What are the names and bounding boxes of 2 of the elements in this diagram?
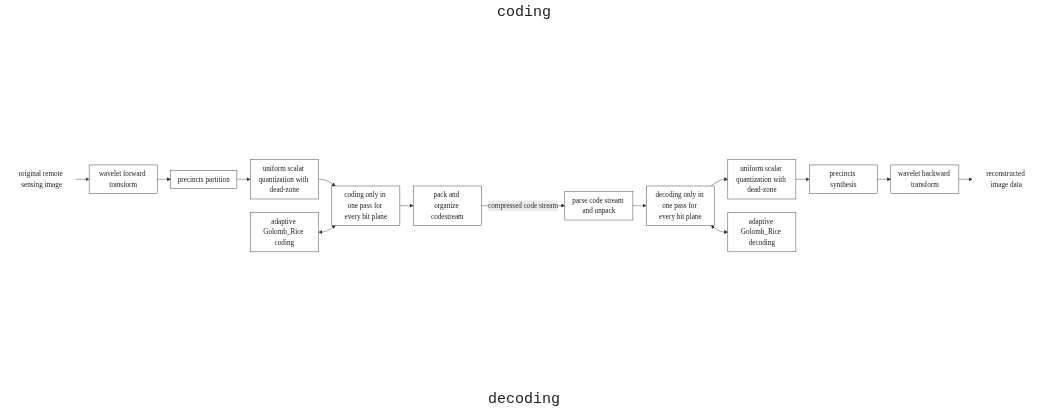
section-label: coding: [497, 4, 551, 21]
section-label: decoding: [488, 391, 560, 408]
